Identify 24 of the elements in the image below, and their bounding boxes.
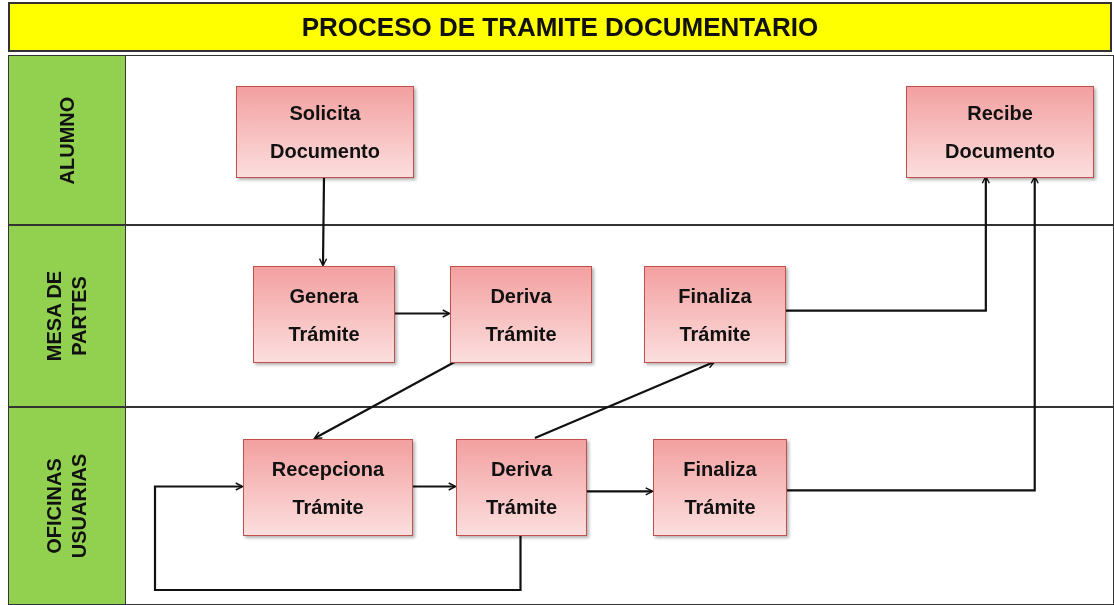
process-box: Finaliza Trámite	[653, 439, 787, 536]
arrow	[412, 482, 457, 491]
process-box: Genera Trámite	[253, 266, 395, 363]
process-box: Recibe Documento	[906, 86, 1094, 178]
arrow	[318, 177, 328, 267]
swimlane	[8, 55, 1114, 225]
arrow	[153, 482, 522, 592]
swimlane	[8, 225, 1114, 407]
lane-label: ALUMNO	[54, 95, 79, 186]
process-box: Deriva Trámite	[456, 439, 587, 536]
process-box: Deriva Trámite	[450, 266, 592, 363]
arrow	[394, 309, 451, 318]
process-box: Solicita Documento	[236, 86, 414, 178]
title-banner: PROCESO DE TRAMITE DOCUMENTARIO	[8, 2, 1112, 52]
lane-label: OFICINAS USUARIAS	[42, 452, 91, 561]
arrow	[586, 487, 654, 496]
process-box: Recepciona Trámite	[243, 439, 413, 536]
arrow	[785, 175, 991, 312]
lane-label: MESA DE PARTES	[42, 269, 91, 364]
arrow	[534, 360, 716, 439]
arrow	[313, 361, 456, 440]
process-box: Finaliza Trámite	[644, 266, 786, 363]
swimlane	[8, 407, 1114, 605]
arrow	[786, 175, 1039, 492]
